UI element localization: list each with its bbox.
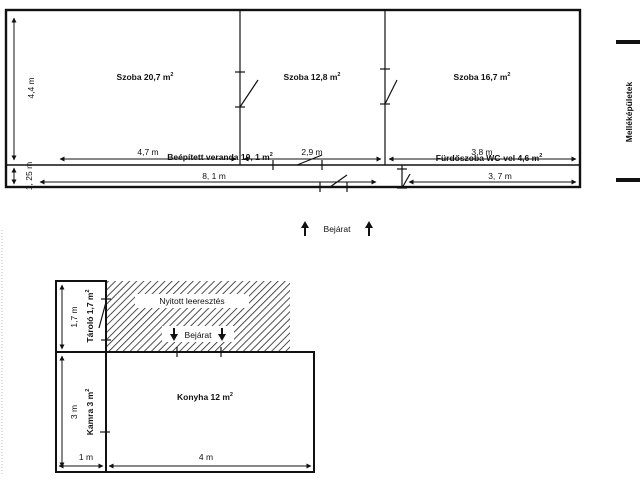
- room-label-szoba-3: Szoba 16,7 m2: [454, 72, 511, 82]
- down-arrow-icon: [170, 328, 178, 341]
- dim-text-pantry-width: 1 m: [79, 452, 93, 462]
- side-annex: Melléképületek: [616, 40, 640, 182]
- dim-text-room1-width: 4,7 m: [137, 147, 158, 157]
- entrance-label-box-lower: [162, 326, 234, 342]
- upper-plan: Szoba 20,7 m2 Szoba 12,8 m2 Szoba 16,7 m…: [4, 8, 582, 236]
- dim-text-room2-width: 2,9 m: [301, 147, 322, 157]
- down-arrow-icon: [218, 328, 226, 341]
- upper-outer-wall: [4, 8, 582, 189]
- dim-text-height-rooms: 4,4 m: [26, 77, 36, 98]
- up-arrow-icon: [365, 221, 373, 236]
- dim-text-kitchen-width: 4 m: [199, 452, 213, 462]
- veranda-label-sup: 2: [269, 152, 273, 159]
- room-label-kitchen: Konyha 12 m2: [177, 392, 233, 402]
- door-symbols: [235, 68, 411, 192]
- storage-wall: [55, 280, 107, 352]
- room-label-szoba-2: Szoba 12,8 m2: [284, 72, 341, 82]
- dim-text-veranda-width: 8, 1 m: [202, 171, 226, 181]
- veranda-label: Beépített veranda 10, 1 m: [167, 152, 270, 162]
- entrance-label-lower: Bejárat: [185, 330, 213, 340]
- bathroom-label: Fürdőszoba WC-vel 4,6 m: [435, 153, 540, 163]
- entrance-label-upper: Bejárat: [324, 224, 352, 234]
- dim-text-storage-height: 1,7 m: [69, 306, 79, 327]
- dim-text-bathroom-width: 3, 7 m: [488, 171, 512, 181]
- room-label-storage: Tároló 1,7 m2: [85, 289, 95, 342]
- side-label: Melléképületek: [624, 81, 634, 142]
- open-shelter-label: Nyitott leeresztés: [159, 296, 224, 306]
- dim-text-room3-width: 3,8 m: [471, 147, 492, 157]
- room-label-bathroom-overlay: Fürdőszoba WC-vel 4,6 m2: [404, 153, 574, 163]
- room-label-pantry: Kamra 3 m2: [85, 389, 95, 436]
- up-arrow-icon: [301, 221, 309, 236]
- open-area-label-box: [135, 294, 249, 308]
- lower-plan: Nyitott leeresztés Konyha 12 m2 Tároló 1…: [55, 280, 315, 473]
- door-symbols-lower: [98, 298, 222, 433]
- dim-text-height-veranda: 1, 25 m: [24, 162, 34, 190]
- dim-text-pantry-height: 3 m: [69, 405, 79, 419]
- room-label-veranda-overlay: Beépített veranda 10, 1 m2: [120, 152, 320, 162]
- bathroom-label-sup: 2: [539, 153, 543, 160]
- room-label-szoba-1: Szoba 20,7 m2: [117, 72, 174, 82]
